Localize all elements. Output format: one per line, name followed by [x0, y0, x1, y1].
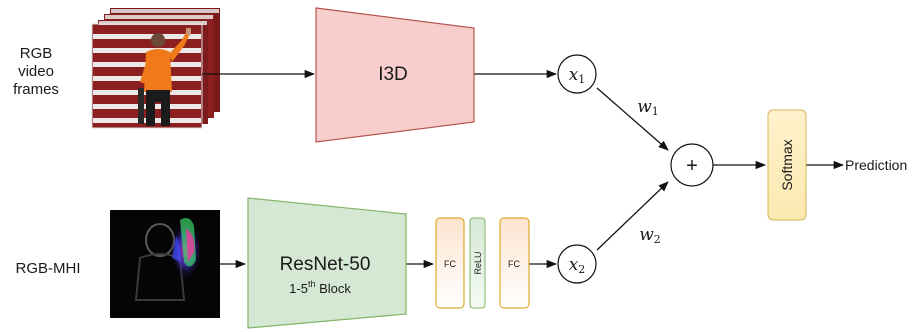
sum-node: +: [670, 143, 714, 187]
arrow-x2-to-sum: [596, 181, 669, 251]
rgb-mhi-label: RGB-MHI: [16, 260, 81, 277]
fc2-label: FC: [508, 259, 520, 269]
relu-label: ReLU: [473, 251, 483, 274]
sum-symbol: +: [686, 155, 698, 177]
resnet-subtitle: 1-5th Block: [289, 279, 351, 296]
resnet-subtitle-sup: th: [308, 279, 316, 289]
fc1-label: FC: [444, 259, 456, 269]
w1-label: w1: [637, 97, 659, 118]
fc-block-1: FC: [435, 217, 465, 309]
rgb-line-1: RGB: [20, 45, 53, 62]
x1-node: x1: [557, 54, 597, 94]
resnet-title: ResNet-50: [280, 254, 371, 275]
rgb-video-frames-image: [91, 8, 220, 129]
relu-block: ReLU: [469, 217, 486, 309]
connectors: [202, 69, 845, 269]
resnet-block: ResNet-50 1-5th Block: [247, 197, 407, 329]
x1-symbol: x1: [569, 65, 586, 86]
x2-node: x2: [557, 244, 597, 284]
i3d-block: I3D: [315, 7, 475, 143]
i3d-label: I3D: [378, 64, 408, 85]
softmax-label: Softmax: [779, 139, 795, 190]
x2-symbol: x2: [569, 255, 586, 276]
rgb-mhi-image: [110, 210, 220, 318]
prediction-label: Prediction: [845, 157, 907, 173]
arrow-x1-to-sum: [596, 87, 669, 151]
rgb-line-3: frames: [13, 81, 59, 98]
fc-block-2: FC: [499, 217, 530, 309]
w2-label: w2: [639, 225, 661, 246]
softmax-block: Softmax: [767, 109, 807, 221]
rgb-line-2: video: [18, 63, 54, 80]
